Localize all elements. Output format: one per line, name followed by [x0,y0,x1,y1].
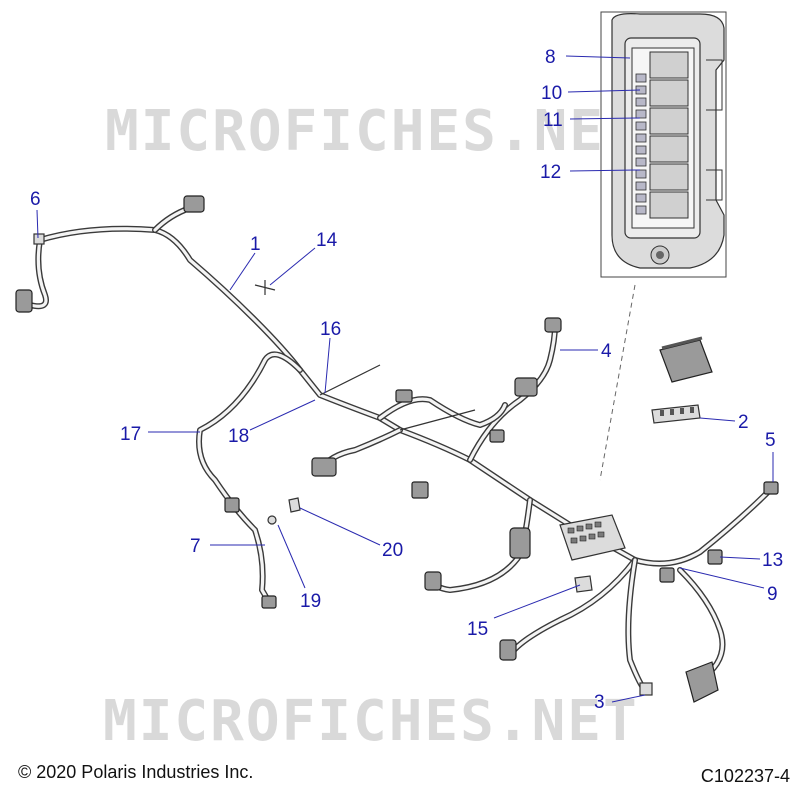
callout-18: 18 [228,426,249,447]
copyright-text: © 2020 Polaris Industries Inc. [18,762,254,782]
callout-12: 12 [540,162,561,183]
callout-6: 6 [30,189,41,210]
callout-9: 9 [767,584,778,605]
callout-11: 11 [543,110,563,131]
fuse-box-inset [600,11,727,278]
callout-8: 8 [545,47,556,68]
callout-13: 13 [762,550,783,571]
callout-2: 2 [738,412,749,433]
callout-17: 17 [120,424,141,445]
callout-5: 5 [765,430,776,451]
watermark-top: MICROFICHES.NET [105,99,641,164]
callout-16: 16 [320,319,341,340]
callouts: 1 2 3 4 5 6 7 8 9 10 11 12 13 14 15 16 1 [30,47,783,713]
callout-4: 4 [601,341,612,362]
main-harness [27,205,773,693]
callout-20: 20 [382,540,403,561]
callout-3: 3 [594,692,605,713]
callout-14: 14 [316,230,338,251]
fuse-block [559,514,626,561]
harness-connectors [15,195,779,703]
watermark-bottom: MICROFICHES.NET [103,689,639,754]
callout-1: 1 [250,234,261,255]
callout-7: 7 [190,536,201,557]
callout-15: 15 [467,619,488,640]
loose-parts [254,280,713,593]
callout-10: 10 [541,83,562,104]
callout-19: 19 [300,591,321,612]
diagram-code: C102237-4 [700,766,790,786]
